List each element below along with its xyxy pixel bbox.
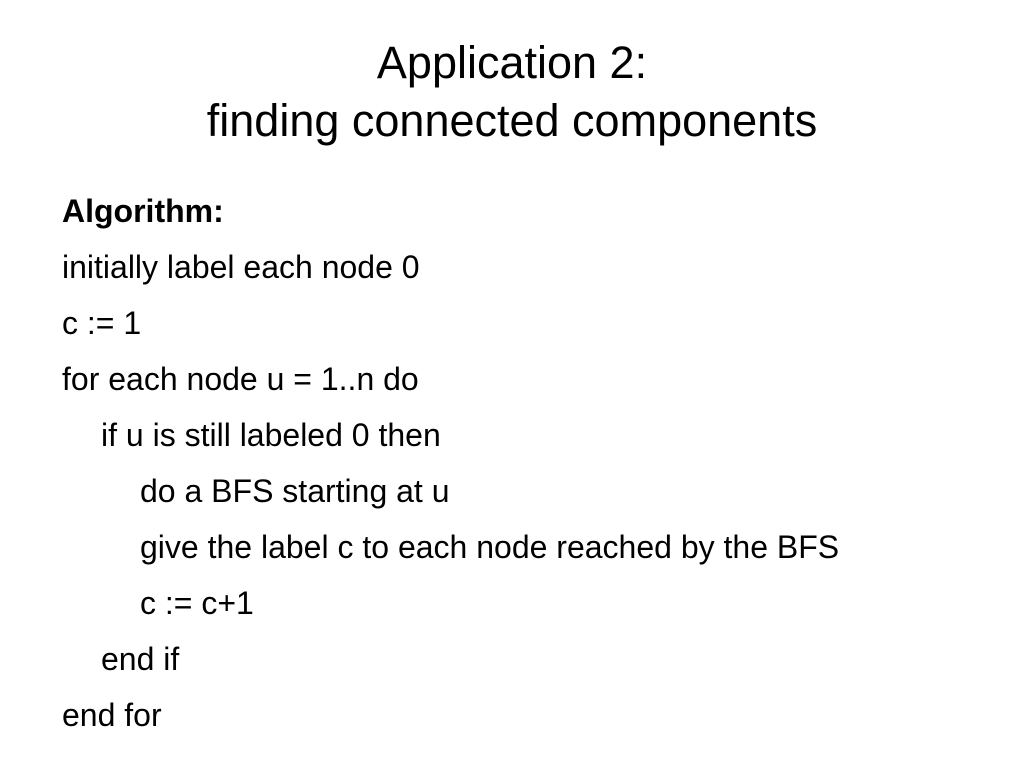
algorithm-line: end for (62, 697, 162, 733)
algorithm-line: give the label c to each node reached by… (140, 529, 840, 565)
algorithm-line: for each node u = 1..n do (62, 361, 419, 397)
algorithm-line: c := c+1 (140, 585, 254, 621)
algorithm-line: initially label each node 0 (62, 249, 420, 285)
algorithm-body: Algorithm: initially label each node 0 c… (62, 183, 1002, 743)
slide-title: Application 2: finding connected compone… (0, 34, 1024, 150)
algorithm-line: do a BFS starting at u (140, 473, 450, 509)
algorithm-line: c := 1 (62, 305, 142, 341)
algorithm-line: if u is still labeled 0 then (101, 417, 441, 453)
algorithm-line: end if (101, 641, 180, 677)
algorithm-heading: Algorithm: (62, 193, 224, 229)
slide-title-line-1: Application 2: (376, 37, 648, 88)
slide-title-line-2: finding connected components (206, 95, 818, 146)
